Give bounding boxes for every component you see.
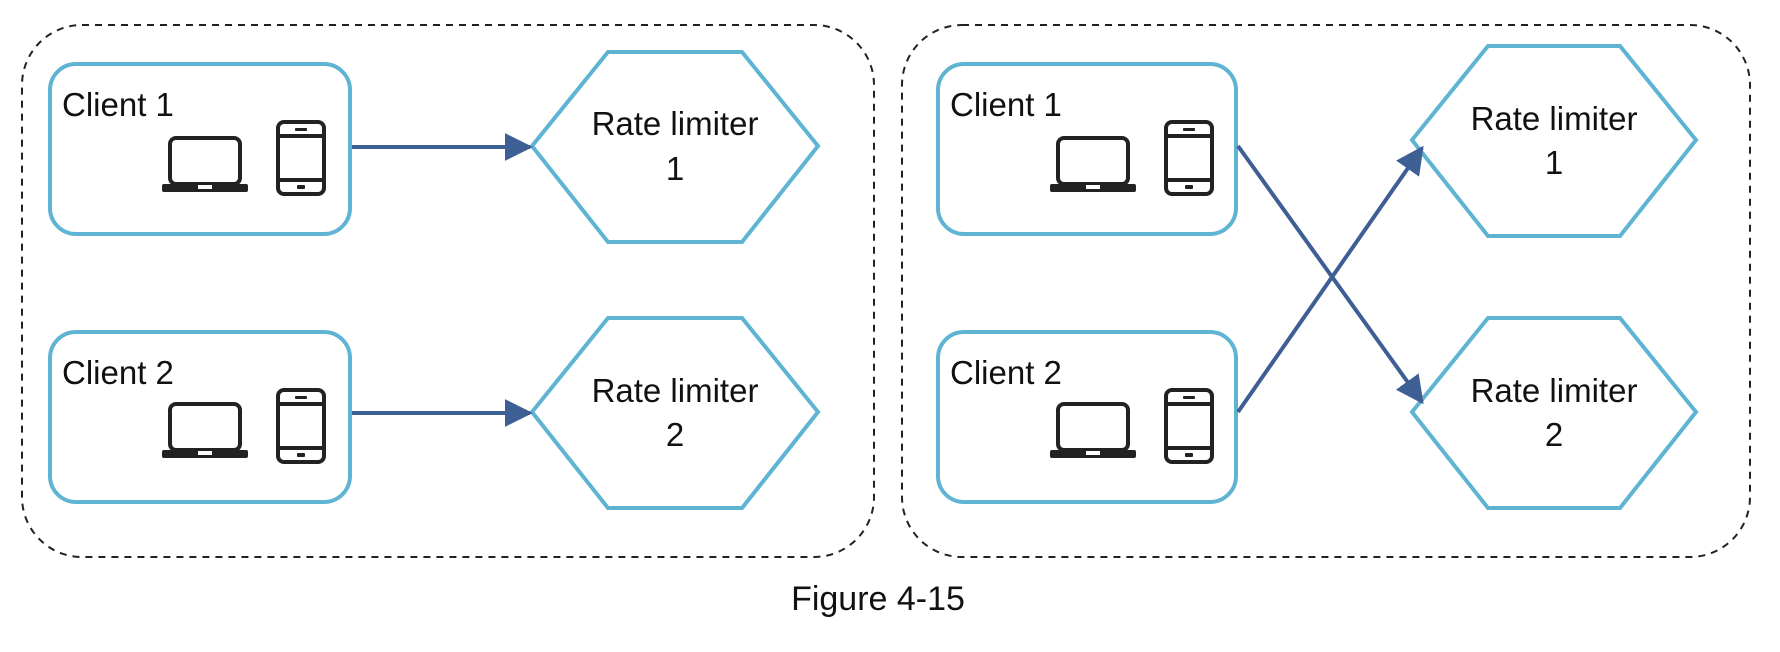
client-node: Client 2 (936, 330, 1238, 504)
limiter-hexagon (1409, 316, 1699, 510)
client-label: Client 2 (950, 354, 1062, 391)
laptop-icon (1050, 136, 1136, 192)
figure-caption: Figure 4-15 (791, 580, 965, 618)
phone-icon (1164, 388, 1214, 464)
connection-arrow (1236, 144, 1424, 405)
rate-limiter-node: Rate limiter 1 (1409, 44, 1699, 238)
rate-limiter-node: Rate limiter 2 (529, 316, 821, 510)
client-box (936, 330, 1238, 504)
client-node: Client 1 (48, 62, 352, 236)
limiter-label: Rate limiter (592, 372, 759, 409)
client-box (936, 62, 1238, 236)
client-box (48, 62, 352, 236)
panel-right-border (901, 24, 1751, 558)
panel-right: Client 1 Client 2 (901, 24, 1751, 558)
limiter-hexagon (1409, 44, 1699, 238)
client-box (48, 330, 352, 504)
client-label: Client 1 (62, 86, 174, 123)
limiter-number: 1 (666, 150, 684, 187)
laptop-icon (162, 402, 248, 458)
client-node: Client 2 (48, 330, 352, 504)
rate-limiter-node: Rate limiter 1 (529, 50, 821, 244)
limiter-label: Rate limiter (1471, 372, 1638, 409)
laptop-icon (1050, 402, 1136, 458)
limiter-number: 2 (666, 416, 684, 453)
phone-icon (276, 388, 326, 464)
client-label: Client 2 (62, 354, 174, 391)
limiter-hexagon (529, 316, 821, 510)
limiter-label: Rate limiter (1471, 100, 1638, 137)
client-label: Client 1 (950, 86, 1062, 123)
limiter-number: 2 (1545, 416, 1563, 453)
panel-left-border (21, 24, 875, 558)
phone-icon (1164, 120, 1214, 196)
rate-limiter-node: Rate limiter 2 (1409, 316, 1699, 510)
connection-arrow (1236, 145, 1424, 414)
laptop-icon (162, 136, 248, 192)
limiter-number: 1 (1545, 144, 1563, 181)
limiter-label: Rate limiter (592, 105, 759, 142)
phone-icon (276, 120, 326, 196)
panel-left: Client 1 Client 2 (21, 24, 875, 558)
limiter-hexagon (529, 50, 821, 244)
client-node: Client 1 (936, 62, 1238, 236)
